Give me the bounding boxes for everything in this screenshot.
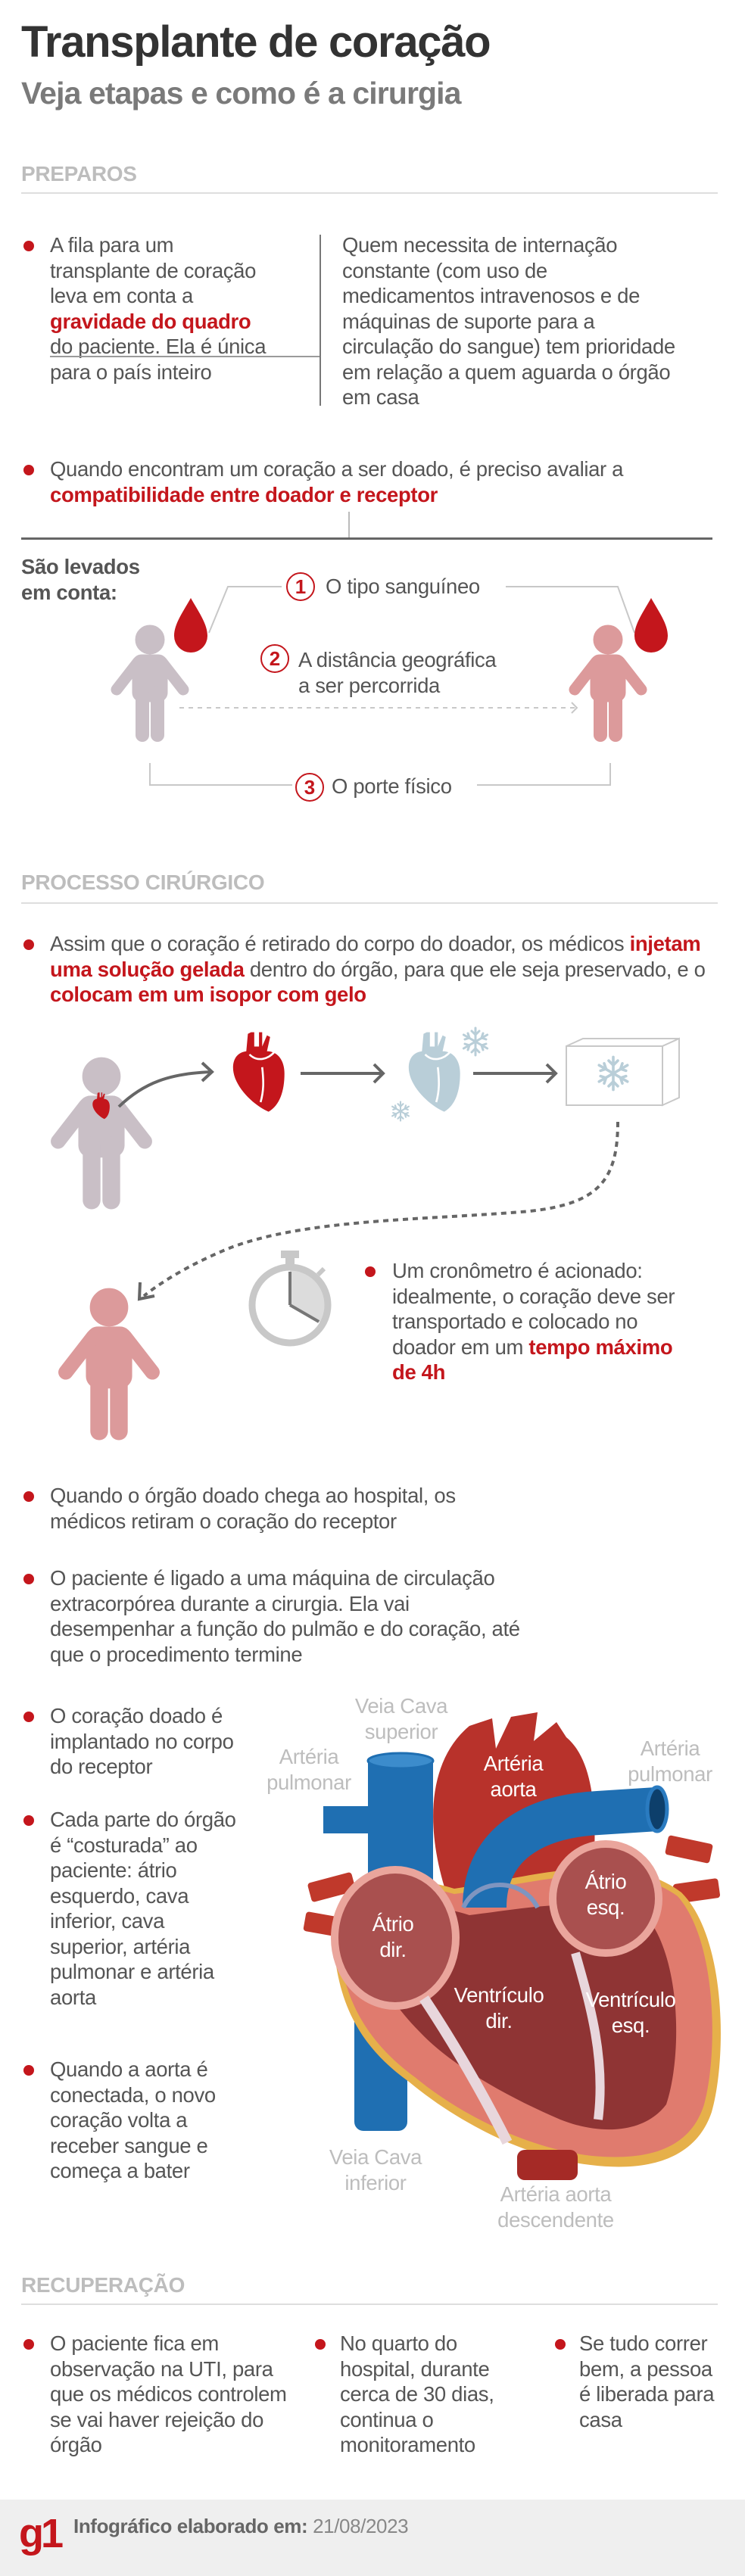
cooler-box-icon xyxy=(566,1037,680,1107)
aorta-paragraph: Quando a aorta é conectada, o novo coraç… xyxy=(50,2057,216,2182)
bullet xyxy=(365,1266,376,1277)
footer-date: 21/08/2023 xyxy=(313,2515,409,2537)
criterion-1-line-left xyxy=(208,586,282,634)
criterion-number: 3 xyxy=(295,773,324,802)
column-divider xyxy=(320,235,321,406)
bullet xyxy=(23,241,34,251)
blood-drop-icon xyxy=(634,598,668,653)
connector-line xyxy=(348,512,350,538)
implant-paragraph: O coração doado é implantado no corpo do… xyxy=(50,1704,234,1778)
criterion-label: O tipo sanguíneo xyxy=(323,574,483,600)
distance-arrowhead xyxy=(571,702,578,714)
priority-paragraph: Quem necessita de internação constante (… xyxy=(342,233,675,409)
criteria-label: São levados em conta: xyxy=(21,555,140,604)
criterion-3-bracket-right xyxy=(477,763,611,786)
g1-logo: g1 xyxy=(19,2511,64,2556)
section-divider xyxy=(21,192,718,194)
connector-line xyxy=(50,356,320,357)
section-divider xyxy=(21,537,712,540)
section-divider xyxy=(21,2303,718,2305)
snowflake-icon xyxy=(462,1026,489,1057)
arrowhead xyxy=(137,1282,155,1301)
bullet xyxy=(23,1491,34,1502)
criterion-label: O porte físico xyxy=(329,774,455,799)
criterion-number: 2 xyxy=(260,644,289,673)
stopwatch-paragraph: Um cronômetro é acionado: idealmente, o … xyxy=(392,1259,675,1384)
criterion-number: 1 xyxy=(286,572,315,601)
donor-person-icon xyxy=(58,1057,145,1201)
bullet xyxy=(23,1712,34,1722)
arrival-paragraph: Quando o órgão doado chega ao hospital, … xyxy=(50,1484,456,1533)
arrowhead xyxy=(372,1063,385,1084)
section-heading-processo: PROCESSO CIRÚRGICO xyxy=(21,871,265,894)
page-title: Transplante de coração xyxy=(21,17,491,67)
suture-paragraph: Cada parte do órgão é “costurada” ao pac… xyxy=(50,1808,236,2009)
footer-credit: Infográfico elaborado em: 21/08/2023 xyxy=(73,2515,409,2538)
bullet xyxy=(23,939,34,950)
bullet xyxy=(23,1574,34,1584)
heart-icon xyxy=(232,1032,285,1112)
receiver-person-icon xyxy=(66,1288,152,1431)
bullet xyxy=(315,2339,326,2350)
criterion-3-bracket-left xyxy=(149,763,292,786)
queue-paragraph: A fila para um transplante de coração le… xyxy=(50,233,267,384)
criteria-connectors xyxy=(149,586,635,786)
recovery-item: O paciente fica em observação na UTI, pa… xyxy=(50,2331,287,2456)
section-heading-recuperacao: RECUPERAÇÃO xyxy=(21,2273,185,2297)
bullet xyxy=(23,465,34,475)
recovery-item: No quarto do hospital, durante cerca de … xyxy=(340,2331,494,2456)
stopwatch-icon xyxy=(248,1251,332,1347)
frozen-heart-icon xyxy=(408,1032,460,1112)
arrowhead xyxy=(201,1061,214,1082)
curved-arrow xyxy=(117,1070,212,1108)
arrowhead xyxy=(545,1063,558,1084)
criterion-1-line-right xyxy=(506,586,635,634)
criterion-label: A distância geográfica a ser percorrida xyxy=(298,648,497,697)
donor-person-icon xyxy=(117,625,183,735)
section-divider xyxy=(21,902,718,904)
bullet xyxy=(23,2065,34,2076)
footer xyxy=(0,2500,745,2576)
heart-anatomy-illustration xyxy=(303,1712,721,2180)
section-heading-preparos: PREPAROS xyxy=(21,162,137,185)
footer-label: Infográfico elaborado em: xyxy=(73,2515,308,2537)
blood-drop-icon xyxy=(174,598,207,653)
bypass-paragraph: O paciente é ligado a uma máquina de cir… xyxy=(50,1566,520,1666)
page-subtitle: Veja etapas e como é a cirurgia xyxy=(21,76,461,111)
bullet xyxy=(23,2339,34,2350)
removal-paragraph: Assim que o coração é retirado do corpo … xyxy=(50,932,706,1006)
snowflake-icon xyxy=(391,1101,410,1122)
recovery-item: Se tudo correr bem, a pessoa é liberada … xyxy=(579,2331,715,2431)
receiver-person-icon xyxy=(575,625,641,735)
compatibility-paragraph: Quando encontram um coração a ser doado,… xyxy=(50,457,624,506)
transport-dotted-path xyxy=(142,1121,619,1297)
bullet xyxy=(23,1815,34,1826)
bullet xyxy=(555,2339,566,2350)
